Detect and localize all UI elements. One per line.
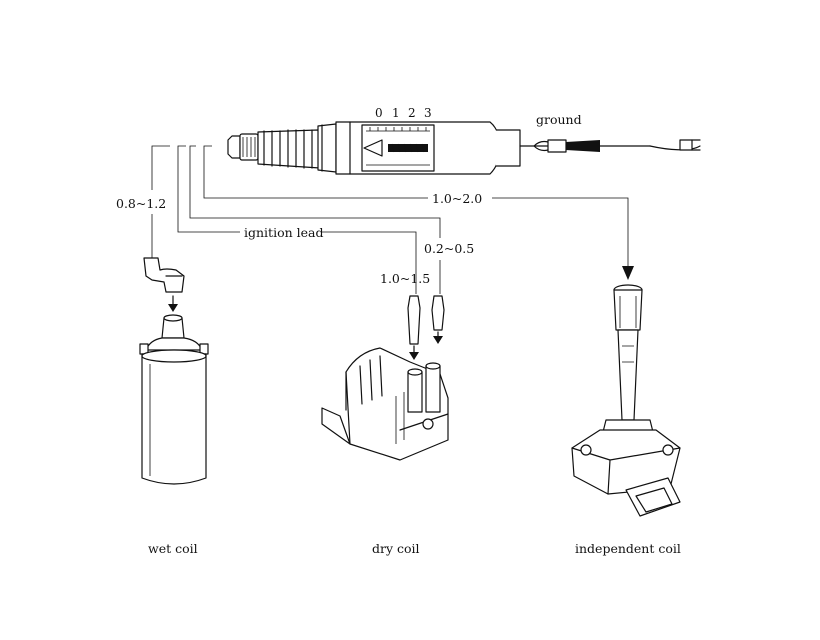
gap-dry-long-label: 1.0~1.5 (380, 271, 430, 286)
leader-lines (151, 145, 634, 294)
gap-independent-label: 1.0~2.0 (432, 191, 482, 206)
independent-coil (571, 284, 681, 517)
scale-mark-2: 2 (408, 106, 416, 120)
wet-coil (139, 257, 209, 485)
caption-wet-coil: wet coil (148, 541, 198, 556)
dry-coil (321, 295, 449, 461)
scale-mark-1: 1 (392, 106, 400, 120)
scale-mark-0: 0 (375, 106, 383, 120)
scale-mark-3: 3 (424, 106, 432, 120)
ignition-lead-label: ignition lead (244, 225, 323, 240)
caption-dry-coil: dry coil (372, 541, 420, 556)
gap-wet-label: 0.8~1.2 (116, 196, 166, 211)
spark-tester (227, 121, 701, 175)
ground-label: ground (536, 112, 582, 127)
caption-independent-coil: independent coil (575, 541, 681, 556)
gap-dry-short-label: 0.2~0.5 (424, 241, 474, 256)
